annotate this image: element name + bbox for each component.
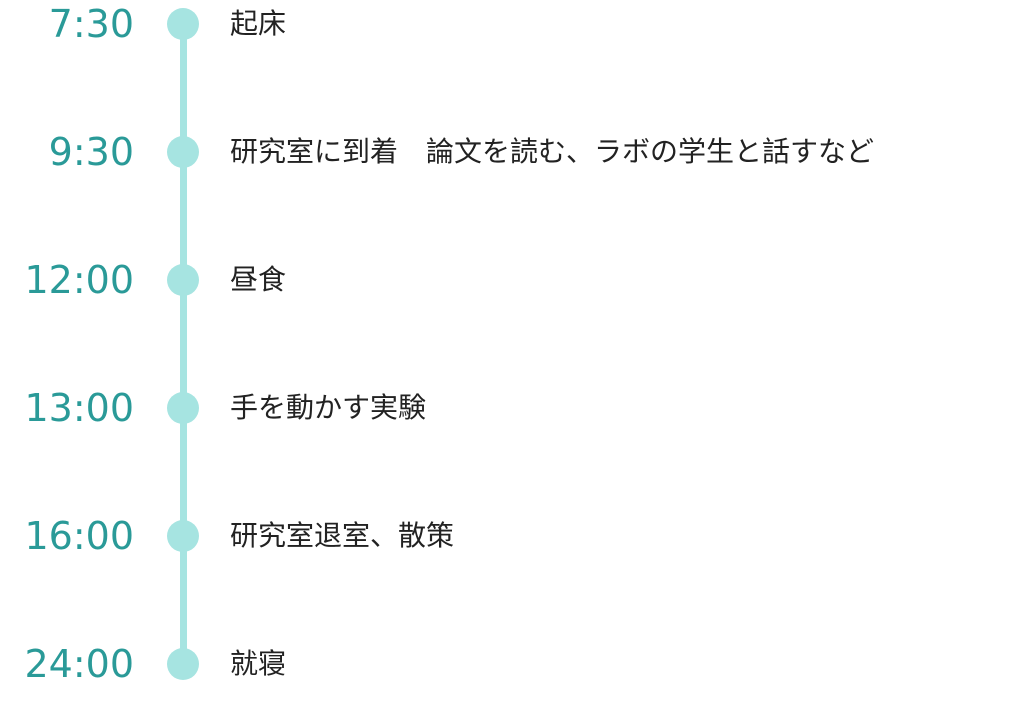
entry-text: 研究室に到着 論文を読む、ラボの学生と話すなど bbox=[230, 135, 875, 168]
timeline-entry: 12:00 昼食 bbox=[0, 250, 1024, 310]
entry-text: 就寝 bbox=[230, 647, 287, 680]
timeline-entry: 16:00 研究室退室、散策 bbox=[0, 506, 1024, 566]
entry-time: 9:30 bbox=[48, 130, 134, 174]
timeline-dot bbox=[167, 648, 199, 680]
timeline-entry: 7:30 起床 bbox=[0, 0, 1024, 54]
timeline-entry: 13:00 手を動かす実験 bbox=[0, 378, 1024, 438]
entry-text: 昼食 bbox=[230, 263, 287, 296]
entry-time: 13:00 bbox=[24, 386, 134, 430]
entry-text: 研究室退室、散策 bbox=[230, 519, 455, 552]
entry-text: 手を動かす実験 bbox=[230, 391, 427, 424]
timeline-dot bbox=[167, 520, 199, 552]
timeline-dot bbox=[167, 392, 199, 424]
entry-time: 7:30 bbox=[48, 2, 134, 46]
timeline-dot bbox=[167, 8, 199, 40]
entry-time: 16:00 bbox=[24, 514, 134, 558]
entry-text: 起床 bbox=[230, 7, 287, 40]
timeline-entry: 24:00 就寝 bbox=[0, 634, 1024, 694]
timeline-entry: 9:30 研究室に到着 論文を読む、ラボの学生と話すなど bbox=[0, 122, 1024, 182]
entry-time: 12:00 bbox=[24, 258, 134, 302]
timeline-dot bbox=[167, 136, 199, 168]
timeline-dot bbox=[167, 264, 199, 296]
entry-time: 24:00 bbox=[24, 642, 134, 686]
timeline-line bbox=[180, 24, 187, 664]
